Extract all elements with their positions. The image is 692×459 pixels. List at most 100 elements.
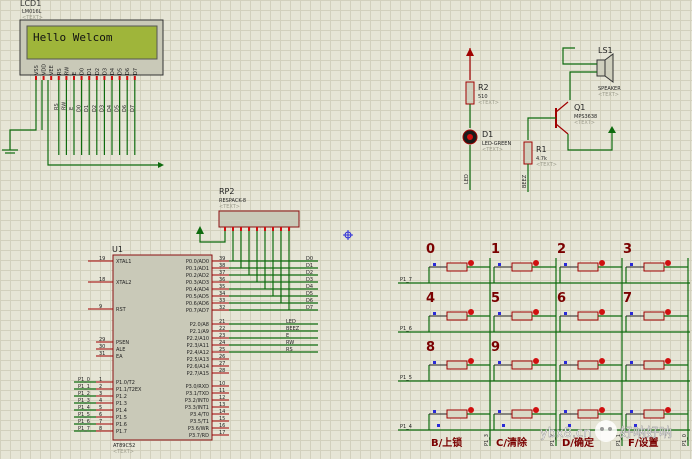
r2-text-tag: <TEXT> — [478, 100, 499, 106]
lcd-pin-label-vss: VSS — [34, 65, 40, 75]
u1-pin-num-22: 22 — [219, 326, 225, 332]
resistor-r1[interactable]: R1 4.7k <TEXT> — [523, 141, 557, 168]
respack-rp2[interactable]: RP2 RESPACK-8 <TEXT> — [218, 187, 300, 228]
r2-ref: R2 — [478, 83, 489, 92]
u1-right-pins: 39P0.0/AD038P0.1/AD137P0.2/AD236P0.3/AD3… — [185, 256, 229, 439]
lcd-net-label-d7: D7 — [130, 105, 136, 112]
keypad-button-r2c3[interactable] — [625, 358, 688, 381]
keypad-button-r2c2[interactable] — [559, 358, 622, 381]
keypad-button-r3c1[interactable] — [493, 407, 556, 430]
u1-pin-num-37: 37 — [219, 270, 225, 276]
u1-pin-num-9: 9 — [99, 304, 102, 310]
r1-text-tag: <TEXT> — [536, 162, 557, 168]
u1-pin-num-28: 28 — [219, 368, 225, 374]
u1-pin-num-13: 13 — [219, 402, 225, 408]
u1-pin-num-31: 31 — [99, 351, 105, 357]
led-d1[interactable]: D1 LED-GREEN <TEXT> — [462, 129, 511, 153]
lcd-pin-label-vdd: VDD — [42, 64, 48, 75]
keypad-button-r1c2[interactable]: 6 — [557, 291, 622, 332]
u1-pin-num-15: 15 — [219, 416, 225, 422]
p1-net-label-p1_4: P1_4 — [78, 405, 90, 411]
lcd-pin-label-d0: D0 — [80, 68, 86, 75]
keypad-button-r0c2[interactable]: 2 — [557, 242, 622, 283]
speaker-ls1[interactable]: LS1 SPEAKER <TEXT> — [596, 46, 621, 98]
u1-pin-name-2: P1.1/T2EX — [116, 387, 142, 393]
u1-pin-num-23: 23 — [219, 333, 225, 339]
p0-net-label-d5: D5 — [306, 291, 313, 297]
keypad-button-r3c2[interactable] — [559, 407, 622, 430]
u1-pin-num-8: 8 — [99, 426, 102, 432]
lcd-pin-10 — [103, 76, 106, 80]
p1-net-label-p1_3: P1_3 — [78, 398, 90, 404]
keypad-button-r1c0[interactable]: 4 — [426, 291, 490, 332]
keypad-button-r2c0[interactable]: 8 — [426, 340, 490, 381]
u1-pin-name-39: P0.0/AD0 — [186, 259, 209, 265]
transistor-q1[interactable]: Q1 MPS3638 <TEXT> — [555, 101, 597, 135]
u1-pin-num-19: 19 — [99, 256, 105, 262]
keypad-key-label-2: 2 — [557, 242, 566, 257]
keypad-button-r3c0[interactable] — [428, 407, 490, 430]
u1-pin-num-35: 35 — [219, 284, 225, 290]
p2-net-label-rs: RS — [286, 347, 293, 353]
beez-net-label: BEEZ — [522, 174, 528, 188]
u1-pin-name-36: P0.3/AD3 — [186, 280, 209, 286]
u1-pin-name-14: P3.4/T0 — [190, 412, 209, 418]
p1-net-label-p1_5: P1_5 — [78, 412, 90, 418]
keypad-button-r2c1[interactable]: 9 — [491, 340, 556, 381]
lcd-pin-8 — [88, 76, 91, 80]
lcd-pin-9 — [95, 76, 98, 80]
keypad-key-label-9: 9 — [491, 340, 500, 355]
lcd-pin-12 — [118, 76, 121, 80]
lcd-pin-label-d3: D3 — [102, 68, 108, 75]
lcd-pin-label-rs: RS — [57, 68, 63, 75]
lcd-net-label-d3: D3 — [99, 105, 105, 112]
keypad-button-r1c3[interactable]: 7 — [623, 291, 688, 332]
u1-pin-name-22: P2.1/A9 — [190, 329, 209, 335]
lcd-pin-label-rw: RW — [64, 67, 70, 75]
p0-net-label-d2: D2 — [306, 270, 313, 276]
led-net-label: LED — [464, 174, 470, 184]
rp2-pin-6 — [264, 227, 266, 231]
rp2-pin-1 — [224, 227, 226, 231]
keypad-key-label-8: 8 — [426, 340, 435, 355]
keypad-row-label-p1_4: P1_4 — [400, 424, 412, 430]
u1-pin-name-27: P2.6/A14 — [187, 364, 209, 370]
rp2-pins — [224, 227, 290, 231]
ls1-text-tag: <TEXT> — [598, 92, 619, 98]
u1-pin-name-9: RST — [116, 307, 127, 313]
u1-pin-name-25: P2.4/A12 — [187, 350, 209, 356]
u1-pin-name-33: P0.6/AD6 — [186, 301, 209, 307]
u1-pin-num-24: 24 — [219, 340, 225, 346]
u1-pin-num-17: 17 — [219, 430, 225, 436]
keypad-button-r0c1[interactable]: 1 — [491, 242, 556, 283]
keypad-button-r0c0[interactable]: 0 — [426, 242, 490, 283]
lcd-pin-4 — [57, 76, 60, 80]
power-symbol — [466, 48, 474, 80]
rp2-pin-5 — [256, 227, 258, 231]
vee-wire — [47, 80, 158, 166]
keypad-button-r0c3[interactable]: 3 — [623, 242, 688, 283]
q1-part: MPS3638 — [574, 114, 597, 120]
lcd-net-label-d2: D2 — [92, 105, 98, 112]
p1-net-label-p1_1: P1_1 — [78, 384, 90, 390]
u1-ref: U1 — [112, 245, 123, 254]
p0-net-label-d7: D7 — [306, 305, 313, 311]
u1-pin-num-16: 16 — [219, 423, 225, 429]
u1-net-wires: D0D1D2D3D4D5D6D7LEDBEEZERWRSP1_0P1_1P1_2… — [74, 231, 318, 432]
u1-pin-num-6: 6 — [99, 412, 102, 418]
lcd-pin-label-d4: D4 — [110, 68, 116, 75]
lcd-screen — [26, 25, 158, 60]
lcd-text-tag: <TEXT> — [22, 15, 43, 21]
keypad-key-label-5: 5 — [491, 291, 500, 306]
r1-ref: R1 — [536, 145, 547, 154]
keypad-button-r3c3[interactable] — [625, 407, 688, 430]
resistor-r2[interactable]: R2 510 <TEXT> — [465, 81, 499, 106]
keypad-button-r1c1[interactable]: 5 — [491, 291, 556, 332]
lcd-pin-1 — [35, 76, 37, 80]
watermark-name: 好呐好呐 — [620, 426, 672, 441]
